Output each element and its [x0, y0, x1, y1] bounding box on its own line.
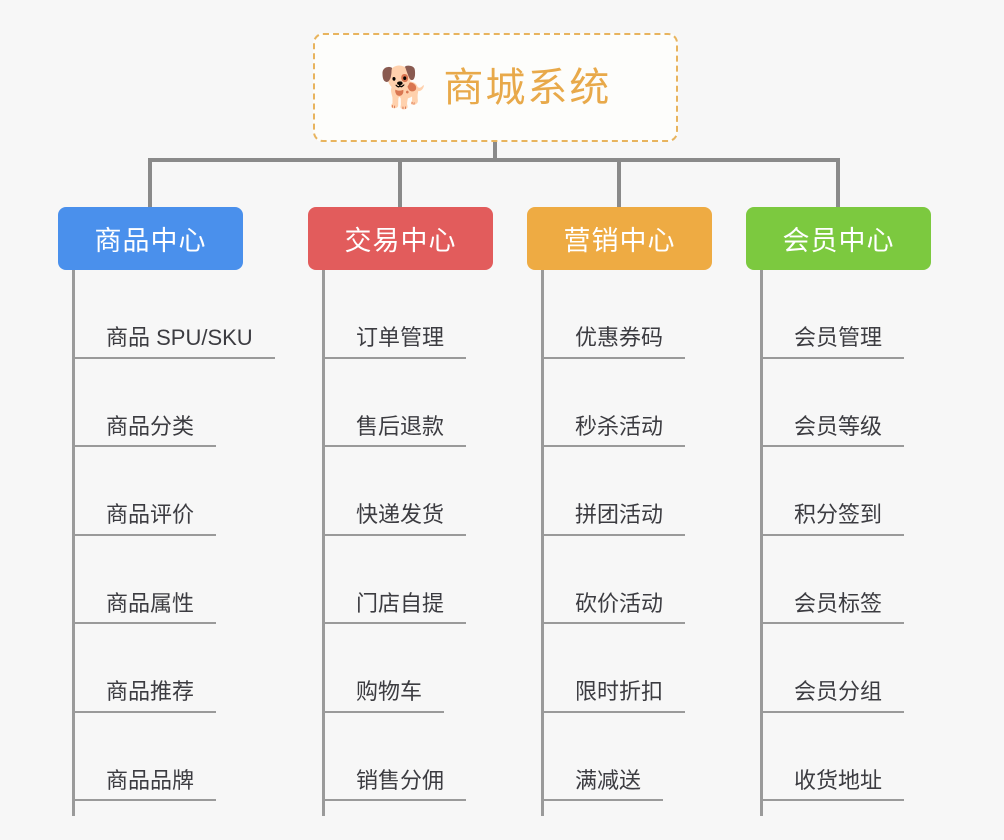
leaf-rail [322, 270, 325, 816]
root-title: 商城系统 [443, 65, 612, 110]
leaf-label: 砍价活动 [541, 591, 686, 624]
category-header-member-center[interactable]: 会员中心 [746, 207, 931, 270]
leaf-label: 商品评价 [72, 503, 217, 536]
category-label: 交易中心 [344, 226, 457, 256]
leaf-label: 会员分组 [760, 680, 905, 713]
category-label: 商品中心 [94, 226, 207, 256]
leaf-label: 门店自提 [322, 591, 467, 624]
category-label: 会员中心 [782, 226, 895, 256]
leaf-label: 商品品牌 [72, 768, 217, 801]
leaf-label: 积分签到 [760, 503, 905, 536]
connector-drop-product-center [148, 158, 152, 207]
leaf-label: 会员管理 [760, 326, 905, 359]
list-item[interactable]: 会员分组 [760, 624, 905, 713]
list-item[interactable]: 购物车 [322, 624, 445, 713]
list-item[interactable]: 商品评价 [72, 447, 217, 536]
leaf-label: 限时折扣 [541, 680, 686, 713]
list-item[interactable]: 门店自提 [322, 536, 467, 624]
leaf-label: 会员标签 [760, 591, 905, 624]
list-item[interactable]: 满减送 [541, 713, 664, 801]
root-node[interactable]: 🐕 商城系统 [313, 33, 678, 142]
list-item[interactable]: 商品属性 [72, 536, 217, 624]
shiba-dog-emoji: 🐕 [379, 65, 430, 110]
leaf-label: 收货地址 [760, 768, 905, 801]
leaf-label: 购物车 [322, 680, 445, 713]
leaf-rail [760, 270, 763, 816]
connector-horizontal-bus [148, 158, 840, 162]
leaf-rail [72, 270, 75, 816]
category-header-trade-center[interactable]: 交易中心 [308, 207, 493, 270]
leaf-label: 会员等级 [760, 414, 905, 447]
category-header-product-center[interactable]: 商品中心 [58, 207, 243, 270]
leaf-label: 快递发货 [322, 503, 467, 536]
connector-drop-trade-center [398, 158, 402, 207]
list-item[interactable]: 订单管理 [322, 270, 467, 359]
list-item[interactable]: 商品品牌 [72, 713, 217, 801]
connector-root-stem [493, 142, 497, 162]
connector-drop-marketing-center [617, 158, 621, 207]
list-item[interactable]: 砍价活动 [541, 536, 686, 624]
leaf-label: 商品属性 [72, 591, 217, 624]
leaf-label: 售后退款 [322, 414, 467, 447]
list-item[interactable]: 商品推荐 [72, 624, 217, 713]
category-label: 营销中心 [563, 226, 676, 256]
list-item[interactable]: 会员标签 [760, 536, 905, 624]
leaf-label: 销售分佣 [322, 768, 467, 801]
list-item[interactable]: 积分签到 [760, 447, 905, 536]
leaf-label: 商品 SPU/SKU [72, 326, 275, 359]
list-item[interactable]: 秒杀活动 [541, 359, 686, 447]
leaf-label: 秒杀活动 [541, 414, 686, 447]
category-header-marketing-center[interactable]: 营销中心 [527, 207, 712, 270]
connector-drop-member-center [836, 158, 840, 207]
list-item[interactable]: 商品分类 [72, 359, 217, 447]
list-item[interactable]: 快递发货 [322, 447, 467, 536]
leaf-label: 商品推荐 [72, 680, 217, 713]
leaf-label: 拼团活动 [541, 503, 686, 536]
list-item[interactable]: 收货地址 [760, 713, 905, 801]
list-item[interactable]: 拼团活动 [541, 447, 686, 536]
list-item[interactable]: 商品 SPU/SKU [72, 270, 275, 359]
leaf-rail [541, 270, 544, 816]
leaf-label: 商品分类 [72, 414, 217, 447]
leaf-label: 满减送 [541, 768, 664, 801]
list-item[interactable]: 销售分佣 [322, 713, 467, 801]
list-item[interactable]: 优惠券码 [541, 270, 686, 359]
leaf-label: 优惠券码 [541, 326, 686, 359]
list-item[interactable]: 售后退款 [322, 359, 467, 447]
list-item[interactable]: 会员管理 [760, 270, 905, 359]
leaf-label: 订单管理 [322, 326, 467, 359]
list-item[interactable]: 限时折扣 [541, 624, 686, 713]
list-item[interactable]: 会员等级 [760, 359, 905, 447]
